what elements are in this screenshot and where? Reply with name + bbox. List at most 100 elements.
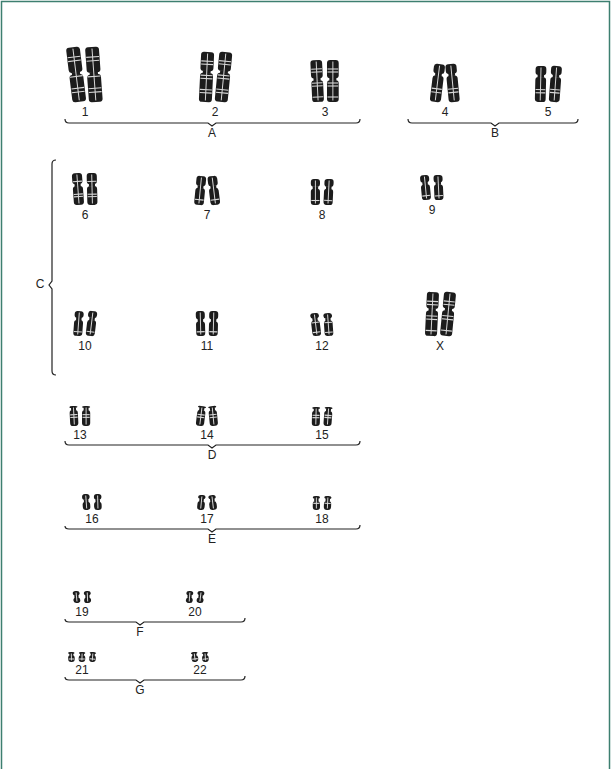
chromosome-band <box>83 417 90 418</box>
chromosome-band <box>74 193 83 195</box>
chromosome-band <box>71 87 84 89</box>
chromosome <box>202 652 209 662</box>
chromatid-gap <box>328 315 329 335</box>
chromosome <box>445 64 460 103</box>
chromosome-band <box>448 88 458 90</box>
bracket <box>49 160 56 375</box>
chromosome-number: 21 <box>74 664 89 677</box>
chromatid-gap <box>316 62 318 101</box>
chromosome-band <box>74 331 82 333</box>
chromosome-number: 12 <box>314 340 329 353</box>
chromosome-number: 5 <box>544 106 553 119</box>
chromosome-band <box>209 331 217 332</box>
chromosome-number: 2 <box>211 106 220 119</box>
chromatid-gap <box>201 497 202 509</box>
chromatid-gap <box>189 593 191 602</box>
chromosome-band <box>550 92 560 94</box>
chromosome <box>208 495 217 511</box>
chromosome-band <box>442 319 453 320</box>
chromosome <box>84 591 91 603</box>
chromosome <box>215 51 233 102</box>
chromosome-band <box>426 330 437 332</box>
chromatid-gap <box>91 175 93 204</box>
chromatid-gap <box>451 66 454 101</box>
chromosome-band <box>68 56 81 58</box>
chromosome-band <box>536 92 546 93</box>
chromatid-gap <box>212 497 213 509</box>
chromosome-number: 8 <box>318 209 327 222</box>
chromosome-band <box>448 91 458 93</box>
chromosome-number: 13 <box>72 429 87 442</box>
chromosome-number: 1 <box>81 106 90 119</box>
chromosome-band <box>328 85 339 86</box>
chromosome <box>313 496 320 510</box>
chromatid-gap <box>540 68 542 101</box>
chromosome-number: 16 <box>84 513 99 526</box>
bracket <box>65 119 360 126</box>
chromosome-band <box>216 92 228 93</box>
chromosome <box>86 311 98 337</box>
chromosome-number: 18 <box>314 513 329 526</box>
chromosome <box>79 652 86 662</box>
chromatid-gap <box>85 496 87 509</box>
chromosome-number: 10 <box>77 340 92 353</box>
chromosome-band <box>441 330 452 331</box>
chromosome-arm <box>446 75 460 102</box>
chromosome <box>89 652 96 662</box>
chromosome-arm <box>87 74 103 103</box>
chromosome <box>535 66 547 102</box>
chromosome-band <box>88 196 97 197</box>
chromosome <box>196 591 204 604</box>
bracket <box>65 525 360 532</box>
chromosome <box>433 175 443 200</box>
chromosome-number: 15 <box>314 429 329 442</box>
chromosome-band <box>312 417 319 418</box>
chromosome-band <box>87 331 95 333</box>
chromosome-band <box>89 87 102 89</box>
chromosome <box>82 494 91 511</box>
chromosome <box>209 311 219 336</box>
chromatid-gap <box>86 408 87 425</box>
chromosome-band <box>70 76 83 78</box>
chromosome-band <box>431 92 441 93</box>
chromosome-band <box>324 200 332 201</box>
group-letter: C <box>35 278 46 291</box>
chromosome-band <box>203 658 209 660</box>
chromosome-band <box>435 195 443 196</box>
chromosome <box>66 46 86 102</box>
chromosome <box>323 313 333 337</box>
chromosome-number: 6 <box>81 209 90 222</box>
chromatid-gap <box>314 315 316 335</box>
chromosome-band <box>432 88 442 89</box>
chromosome-band <box>550 89 560 91</box>
chromosome <box>549 66 562 103</box>
chromosome-band <box>328 82 339 83</box>
chromosome <box>72 173 84 206</box>
chromosome-band <box>311 200 319 201</box>
group-letter: A <box>207 127 217 140</box>
chromosome-band <box>86 56 99 58</box>
chromatid-gap <box>424 177 426 199</box>
chromosome-band <box>209 414 216 416</box>
chromosome-number: 11 <box>200 340 214 353</box>
chromosome <box>425 292 439 337</box>
chromosome-number: 9 <box>428 204 437 217</box>
chromosome-number: 17 <box>199 513 214 526</box>
chromosome-band <box>200 92 212 94</box>
chromosome-band <box>73 181 82 183</box>
group-letter: F <box>135 626 144 639</box>
group-letter: G <box>134 684 145 697</box>
chromosome-band <box>324 503 330 504</box>
chromosome-band <box>83 414 90 415</box>
chromosome <box>73 591 81 604</box>
chromosome-band <box>217 78 229 79</box>
chromosome <box>420 175 431 201</box>
chromosome <box>197 495 206 511</box>
chromosome-arm <box>69 74 86 103</box>
chromosome <box>323 179 333 205</box>
chromatid-gap <box>76 593 78 602</box>
chromosome-arm <box>430 75 444 103</box>
